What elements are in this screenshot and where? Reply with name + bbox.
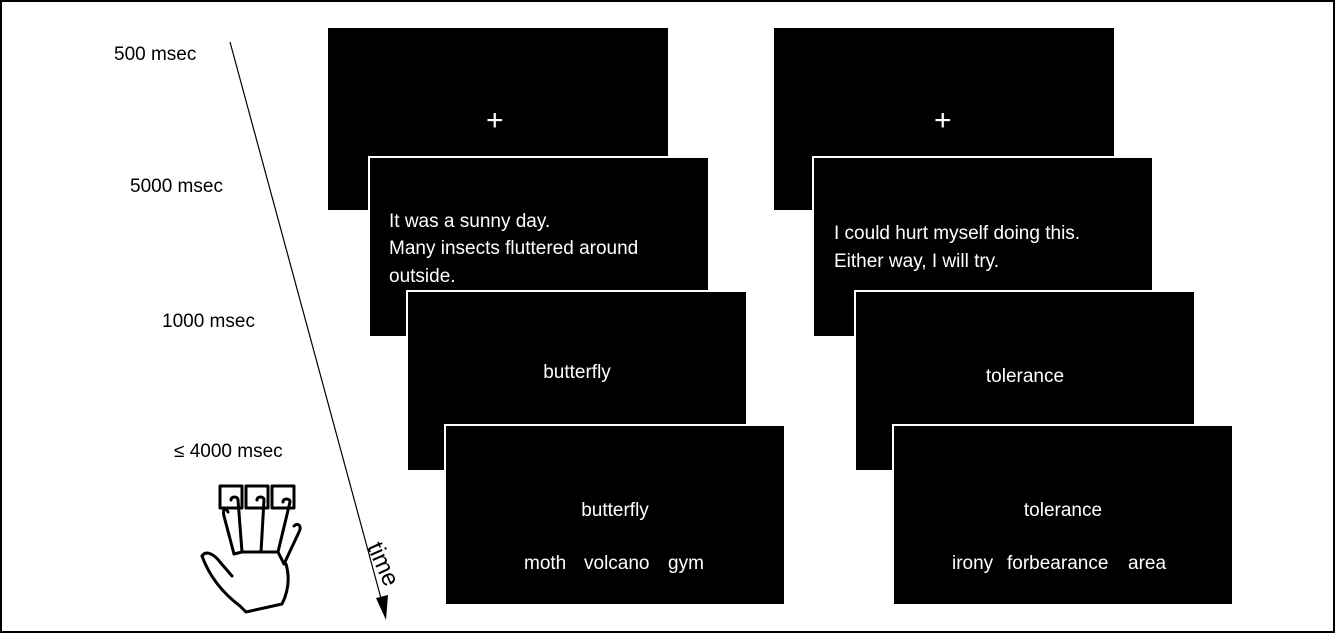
right-option-1: irony [952,553,994,574]
left-context-line-1: It was a sunny day. [389,211,551,232]
hand-on-response-buttons-icon [200,484,302,614]
right-context-line-2: Either way, I will try. [834,251,1000,272]
timing-response-label: ≤ 4000 msec [174,441,283,462]
right-target-word: tolerance [985,366,1065,387]
left-option-2: volcano [584,553,650,574]
right-response-screen: tolerance irony forbearance area [892,424,1234,606]
timing-target-label: 1000 msec [162,311,255,332]
left-option-1: moth [524,553,567,574]
left-response-screen: butterfly moth volcano gym [444,424,786,606]
left-context-line-3: outside. [389,266,456,287]
right-response-word: tolerance [1023,500,1103,521]
left-context-line-2: Many insects fluttered around [389,238,639,259]
right-option-2: forbearance [1007,553,1109,574]
left-option-3: gym [668,553,704,574]
right-option-3: area [1128,553,1167,574]
timing-context-label: 5000 msec [130,176,223,197]
left-response-word: butterfly [581,500,649,521]
timing-fixation-label: 500 msec [114,44,197,65]
left-target-word: butterfly [543,362,611,383]
left-fixation-cross: + [486,104,504,137]
right-context-line-1: I could hurt myself doing this. [834,223,1081,244]
right-fixation-cross: + [934,104,952,137]
